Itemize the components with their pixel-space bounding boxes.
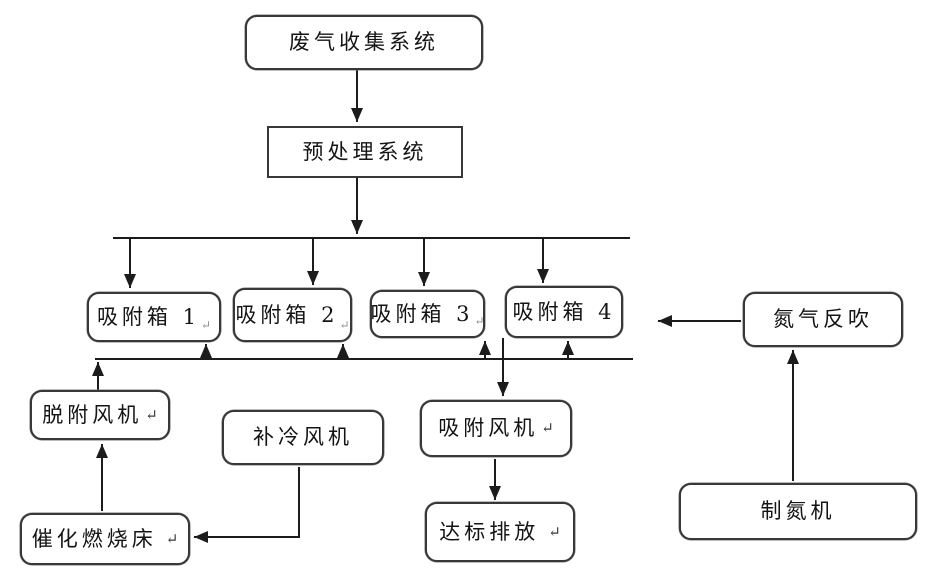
node-desorption-fan: 脱附风机 ↵ [30, 390, 170, 440]
node-nitrogen-generator: 制氮机 [679, 483, 917, 540]
return-mark-icon: ↵ [339, 318, 350, 332]
node-label: 废气收集系统 [289, 30, 439, 54]
return-mark-icon: ↵ [145, 405, 158, 424]
node-label: 氮气反吹 [773, 307, 873, 331]
return-mark-icon: ↵ [165, 529, 179, 548]
node-pretreatment: 预处理系统 [267, 126, 463, 178]
node-compliant-discharge: 达标排放 ↵ [425, 502, 575, 562]
node-nitrogen-backflush: 氮气反吹 [743, 292, 903, 347]
node-label: 吸附箱 2 [235, 302, 339, 327]
node-label: 吸附箱 1 [96, 304, 200, 329]
node-label: 吸附箱 4 [512, 299, 616, 324]
node-cooling-makeup-fan: 补冷风机 [222, 410, 384, 465]
node-adsorption-fan: 吸附风机 ↵ [420, 400, 572, 457]
node-label: 制氮机 [760, 499, 836, 523]
node-label: 达标排放 [439, 519, 540, 544]
return-mark-icon: ↵ [541, 419, 554, 437]
return-mark-icon: ↵ [200, 318, 212, 332]
node-adsorption-box-1: 吸附箱 1 ↵ [87, 292, 221, 342]
node-adsorption-box-3: 吸附箱 3 ↵ [370, 290, 485, 338]
node-label: 吸附风机 [438, 416, 539, 440]
node-waste-gas-collection: 废气收集系统 [245, 15, 483, 70]
node-label: 预处理系统 [302, 139, 428, 164]
node-label: 吸附箱 3 [370, 301, 474, 326]
edge-cooling-fan-to-catalytic-bed [194, 467, 300, 543]
return-mark-icon: ↵ [474, 314, 485, 328]
node-label: 脱附风机 [42, 402, 143, 427]
node-label: 补冷风机 [253, 425, 353, 449]
node-catalytic-combustion-bed: 催化燃烧床 ↵ [20, 513, 190, 565]
node-label: 催化燃烧床 [31, 526, 157, 551]
return-mark-icon: ↵ [548, 522, 561, 541]
node-adsorption-box-4: 吸附箱 4 [505, 286, 623, 338]
node-adsorption-box-2: 吸附箱 2 ↵ [233, 288, 352, 342]
